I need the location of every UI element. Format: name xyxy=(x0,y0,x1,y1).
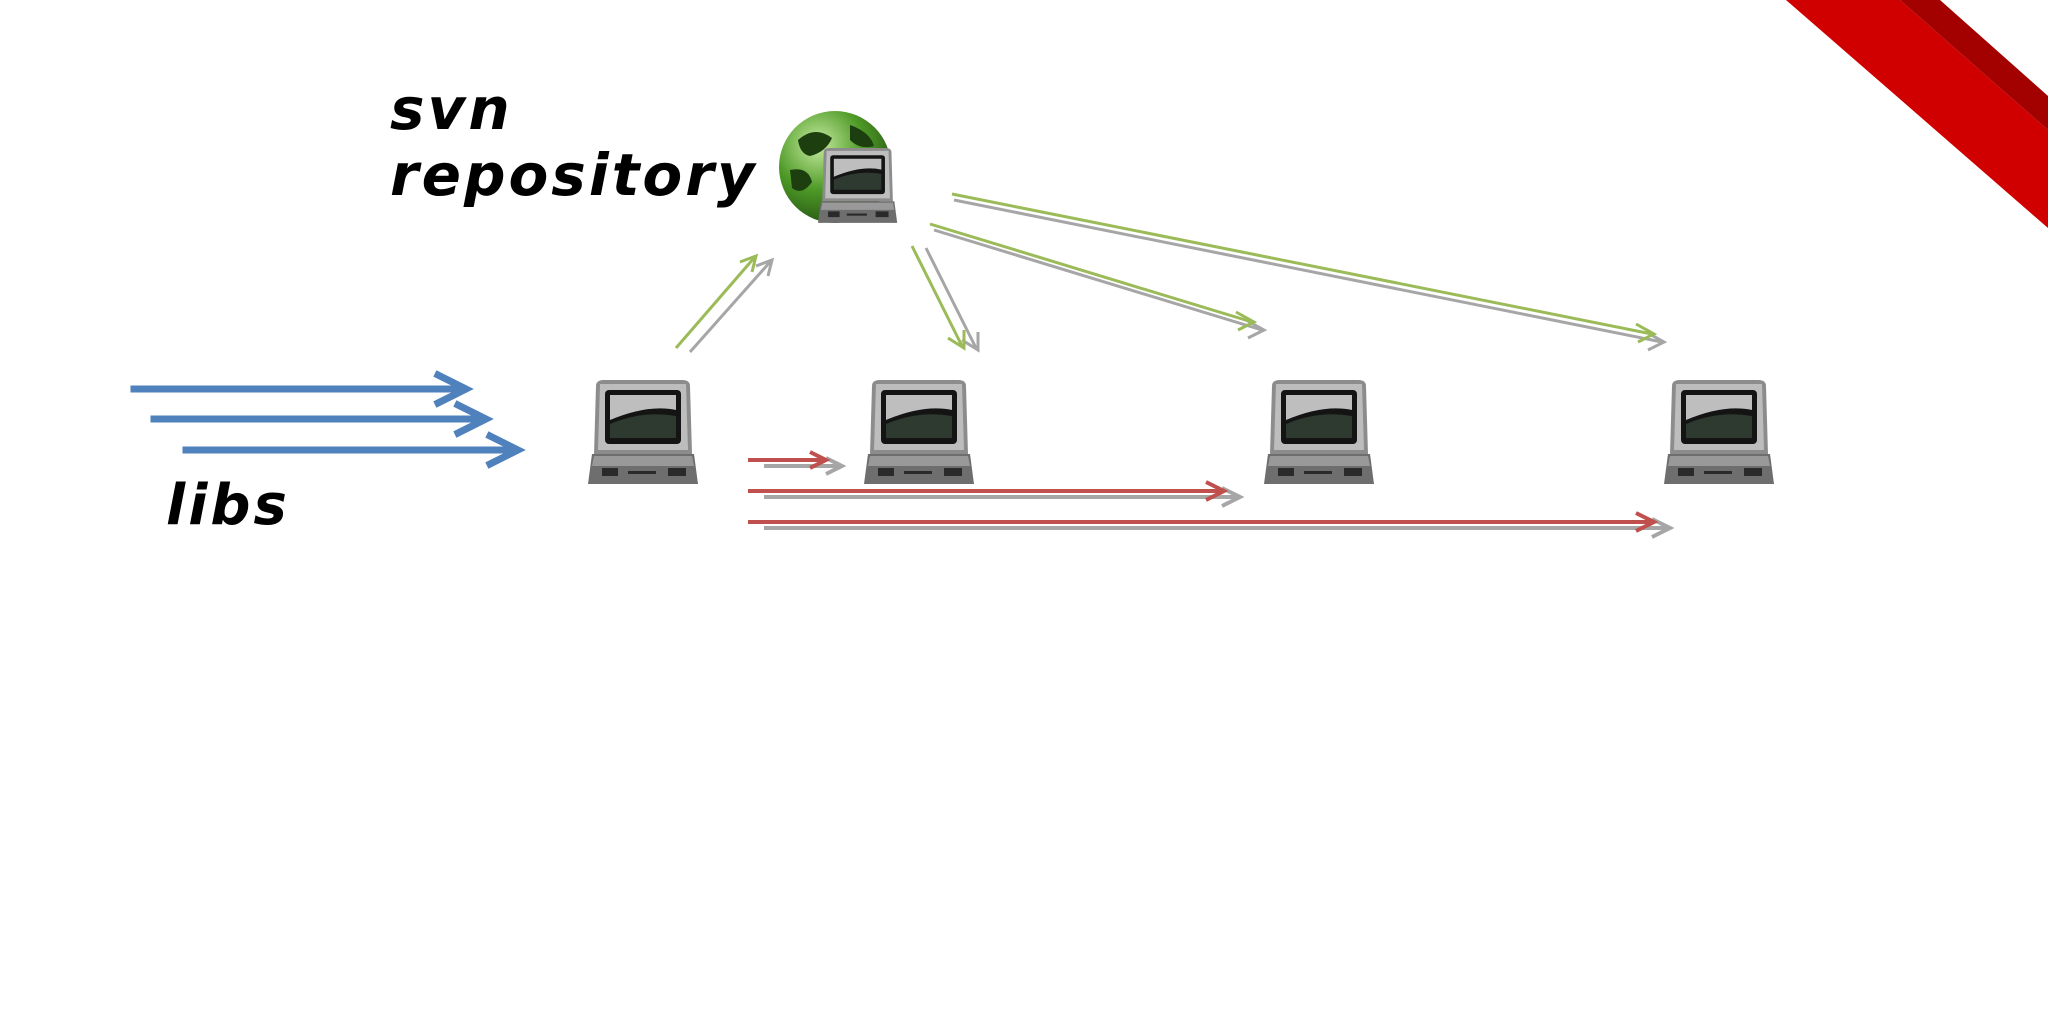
peer-arrow-3 xyxy=(748,511,1675,539)
update-arrows xyxy=(910,192,1668,353)
peer-arrow-1 xyxy=(748,450,847,476)
libs-arrow-2 xyxy=(150,400,494,438)
repository-label: svn repository xyxy=(390,80,758,212)
corner-ribbon xyxy=(1786,0,2048,228)
repository-globe-icon xyxy=(779,111,898,223)
peer-arrows xyxy=(748,450,1675,539)
repository-label-line2: repository xyxy=(390,141,758,209)
update-arrow-1 xyxy=(910,245,980,353)
libs-arrow-3 xyxy=(182,431,526,469)
client-computer-4-icon xyxy=(1664,380,1774,484)
update-arrow-3 xyxy=(951,192,1668,352)
commit-arrow xyxy=(674,253,775,353)
client-computer-1-icon xyxy=(588,380,698,484)
corner-ribbon-shade xyxy=(1900,0,2048,130)
libs-arrows xyxy=(130,370,526,469)
repository-label-line1: svn xyxy=(390,75,513,143)
update-arrow-2 xyxy=(929,222,1268,340)
client-computer-2-icon xyxy=(864,380,974,484)
libs-label: libs xyxy=(166,473,290,538)
client-computer-3-icon xyxy=(1264,380,1374,484)
peer-arrow-2 xyxy=(748,480,1245,508)
libs-arrow-1 xyxy=(130,370,474,408)
